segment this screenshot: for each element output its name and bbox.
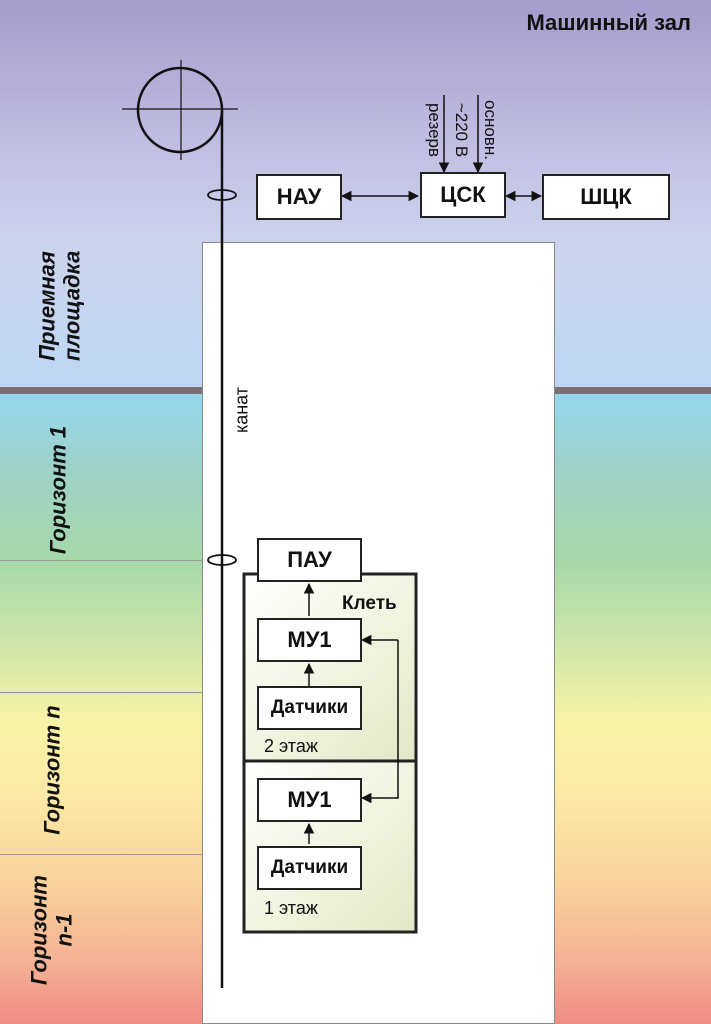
sensors-upper-block: Датчики xyxy=(257,686,362,730)
power-main-label: основн. xyxy=(480,100,500,160)
power-voltage-label: ~220 В xyxy=(451,102,471,158)
rope-label: канат xyxy=(231,386,252,434)
tsk-block: ЦСК xyxy=(420,172,506,218)
mu1-upper-block: МУ1 xyxy=(257,618,362,662)
rope-coupler-top-icon xyxy=(207,189,237,201)
shtsk-block: ШЦК xyxy=(542,174,670,220)
horizon-divider-2 xyxy=(0,692,202,693)
horizon-divider-3 xyxy=(0,854,202,855)
mu1-lower-block: МУ1 xyxy=(257,778,362,822)
machine-room-label: Машинный зал xyxy=(526,10,691,35)
sensors-lower-block: Датчики xyxy=(257,846,362,890)
floor-2-label: 2 этаж xyxy=(264,736,318,756)
power-reserve-label: резерв xyxy=(424,102,444,158)
cage-label: Клеть xyxy=(342,593,397,614)
landing-label: Приемная площадка xyxy=(34,250,85,361)
horizon-divider-1 xyxy=(0,560,202,561)
pau-block: ПАУ xyxy=(257,538,362,582)
nau-block: НАУ xyxy=(256,174,342,220)
floor-1-label: 1 этаж xyxy=(264,898,318,918)
horizon-1-label: Горизонт 1 xyxy=(45,425,71,555)
rope-coupler-bottom-icon xyxy=(207,554,237,566)
horizon-n-label: Горизонт n xyxy=(39,705,65,835)
horizon-n-1-label: Горизонт n-1 xyxy=(26,875,77,985)
cage-floor-2 xyxy=(245,575,416,761)
hoist-drum-icon xyxy=(122,60,238,160)
